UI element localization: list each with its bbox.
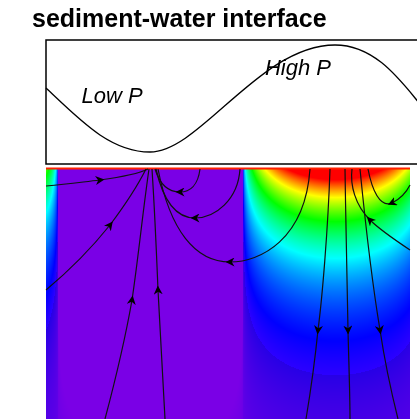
pressure-field [46, 168, 410, 419]
pressure-label: High P [265, 55, 331, 81]
pressure-label: Low P [81, 83, 142, 109]
pressure-wave [46, 45, 417, 152]
streamlines [46, 169, 410, 419]
water-box [46, 40, 417, 164]
diagram-title: sediment-water interface [32, 4, 327, 33]
interface-line [46, 168, 410, 170]
